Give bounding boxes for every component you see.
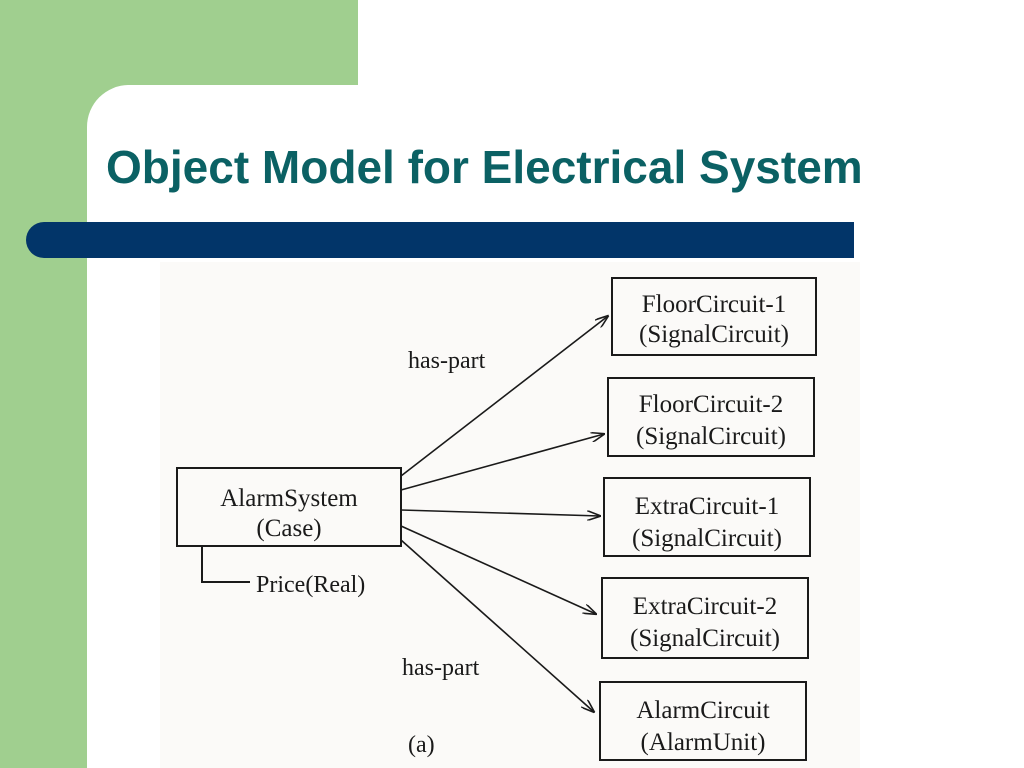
attribute-connector [201,546,250,583]
part-node-floorcircuit-1: FloorCircuit-1 (SignalCircuit) [611,277,817,356]
diagram-background [160,262,860,768]
part-node-box [607,377,815,457]
part-node-alarmcircuit: AlarmCircuit (AlarmUnit) [599,681,807,761]
slide-title: Object Model for Electrical System [106,141,863,193]
part-node-type: (AlarmUnit) [641,729,766,756]
edge-label-has-part-top: has-part [408,348,486,374]
part-node-box [603,477,811,557]
root-node-alarmsystem: AlarmSystem (Case) [176,467,402,547]
part-node-name: ExtraCircuit-2 [633,593,777,620]
part-node-box [611,277,817,356]
edge-to-extracircuit-2 [400,525,596,614]
part-node-type: (SignalCircuit) [636,423,786,450]
part-node-type: (SignalCircuit) [630,625,780,652]
part-node-name: AlarmCircuit [636,697,769,724]
edge-to-floorcircuit-1 [400,316,608,477]
attribute-price: Price(Real) [256,572,365,598]
part-node-name: FloorCircuit-1 [642,291,786,318]
top-white-area [358,0,1024,85]
edge-label-has-part-bottom: has-part [402,655,480,681]
part-node-name: FloorCircuit-2 [639,391,783,418]
part-node-type: (SignalCircuit) [632,525,782,552]
root-node-box [176,467,402,547]
part-node-extracircuit-2: ExtraCircuit-2 (SignalCircuit) [601,577,809,659]
part-node-box [599,681,807,761]
part-node-floorcircuit-2: FloorCircuit-2 (SignalCircuit) [607,377,815,457]
edge-to-floorcircuit-2 [400,434,604,491]
root-node-type: (Case) [256,515,321,542]
part-node-extracircuit-1: ExtraCircuit-1 (SignalCircuit) [603,477,811,557]
part-node-name: ExtraCircuit-1 [635,493,779,520]
edge-to-alarmcircuit [400,539,594,712]
part-node-box [601,577,809,659]
title-underline-bar [26,222,854,258]
part-node-type: (SignalCircuit) [639,321,789,348]
root-node-name: AlarmSystem [220,485,358,512]
edge-to-extracircuit-1 [400,509,600,516]
diagram-caption: (a) [408,732,435,758]
